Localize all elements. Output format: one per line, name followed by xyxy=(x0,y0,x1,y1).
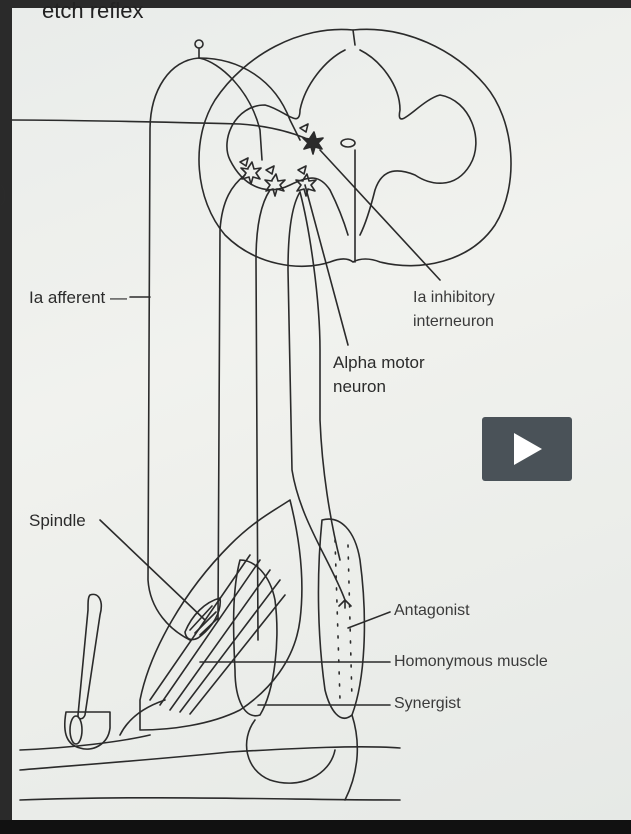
efferent-fiber-4 xyxy=(300,192,340,560)
label-alpha-motor-line2: neuron xyxy=(333,377,386,397)
side-fragment: ) xyxy=(0,184,7,204)
label-ia-inhibitory-line2: interneuron xyxy=(413,312,494,332)
label-synergist: Synergist xyxy=(394,694,461,714)
leader-antagonist xyxy=(348,612,390,628)
label-antagonist: Antagonist xyxy=(394,601,470,621)
upper-arm-right xyxy=(345,715,357,800)
synapse-2 xyxy=(266,166,274,174)
antagonist-outline xyxy=(318,519,364,718)
play-icon xyxy=(482,417,572,481)
reflex-hammer-face xyxy=(70,716,82,744)
label-alpha-motor-line1: Alpha motor xyxy=(333,353,425,373)
bottom-bezel xyxy=(0,820,631,834)
reflex-hammer-head xyxy=(65,712,110,749)
grey-matter-right xyxy=(360,50,476,235)
elbow-joint xyxy=(247,720,335,783)
forearm-upper xyxy=(20,735,150,750)
dorsal-root-ganglion xyxy=(195,40,203,48)
ia-afferent-entry xyxy=(199,58,300,140)
bottom-curve xyxy=(20,798,400,800)
leader-spindle xyxy=(100,520,205,620)
central-canal xyxy=(341,139,355,147)
label-ia-inhibitory-line1: Ia inhibitory xyxy=(413,288,495,308)
antagonist-dots xyxy=(335,540,352,700)
label-spindle: Spindle xyxy=(29,511,86,531)
homonymous-muscle-outline xyxy=(140,500,302,730)
synapse-4 xyxy=(300,124,308,132)
synapse-1 xyxy=(240,158,248,166)
reflex-hammer-handle xyxy=(78,594,101,718)
synergist-outline xyxy=(234,560,277,716)
leader-alpha-motor xyxy=(305,185,348,345)
synapse-3 xyxy=(298,166,306,174)
grey-matter-left xyxy=(227,50,348,235)
label-ia-afferent: Ia afferent — xyxy=(29,288,127,308)
label-homonymous-muscle: Homonymous muscle xyxy=(394,652,548,672)
play-button[interactable] xyxy=(482,417,572,481)
forearm-lower xyxy=(20,747,400,770)
ia-afferent-fiber xyxy=(148,58,199,640)
leader-ia-inhibitory xyxy=(320,150,440,280)
